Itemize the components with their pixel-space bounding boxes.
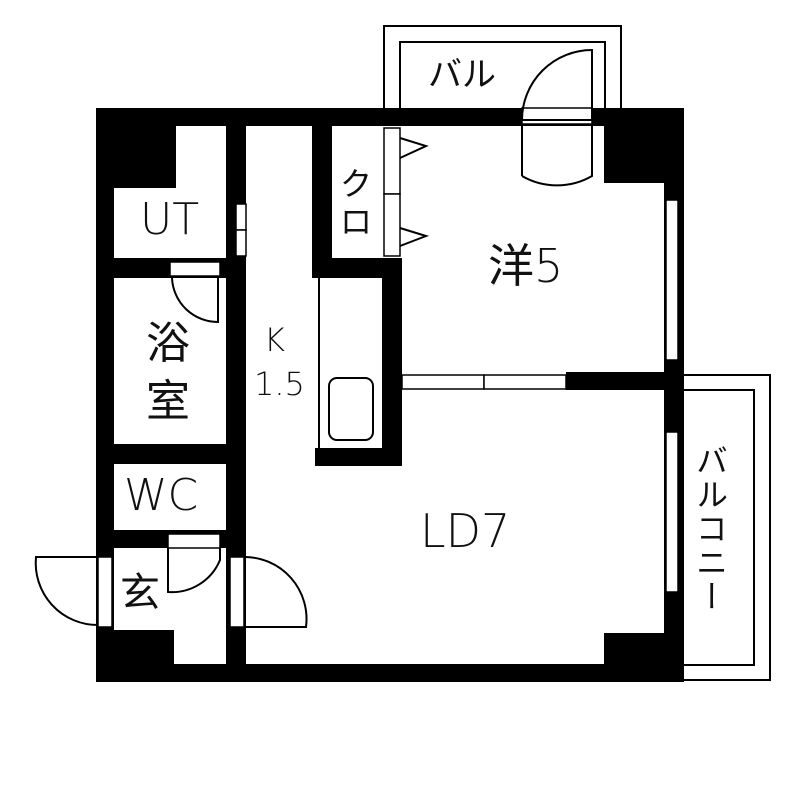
room-label-balcony-top: バル — [428, 55, 496, 95]
room-label-closet-2: ロ — [340, 203, 373, 241]
room-label-western: 洋5 — [488, 239, 564, 293]
room-label-kitchen-1: K — [264, 321, 285, 359]
door-swings — [34, 48, 593, 628]
room-label-utility: UT — [140, 194, 200, 245]
room-label-toilet: WC — [124, 470, 199, 521]
room-label-entrance: 玄 — [120, 570, 160, 616]
kitchen-counter — [318, 278, 374, 448]
room-label-bath-2: 室 — [146, 376, 190, 427]
room-label-kitchen-2: 1.5 — [254, 365, 305, 403]
room-label-closet-1: ク — [340, 165, 373, 203]
room-label-balcony-side: バルコニー — [691, 444, 729, 614]
balcony-top — [383, 25, 622, 111]
room-label-bath-1: 浴 — [146, 318, 190, 369]
room-label-living-dining: LD7 — [420, 504, 511, 558]
